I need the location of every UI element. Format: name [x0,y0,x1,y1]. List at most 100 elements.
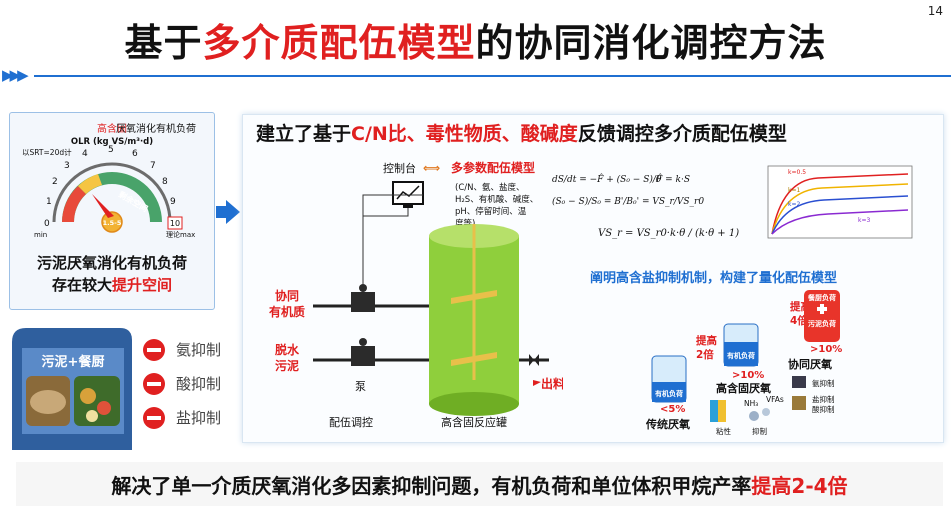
inhibition-acid: 酸抑制 [176,375,221,393]
gauge-caption-line2: 存在较大提升空间 [12,274,212,296]
curve-series-2 [771,183,909,235]
factor-nh3: NH₃ [744,399,758,408]
hs-tank-fill [724,342,758,366]
co-tank-label-1: 餐厨负荷 [807,293,836,302]
gauge-tick-2: 2 [52,177,58,187]
trad-pct: <5% [660,404,685,415]
inflow2-label-line1: 脱水 [275,342,300,357]
co-tank-label-2: 污泥负荷 [808,319,836,328]
gauge-tick-7: 7 [150,161,156,171]
model-title: 多参数配伍模型 [451,160,535,175]
co-pct: >10% [810,344,842,355]
reactor-impeller-1 [451,290,497,304]
gauge-tick-10: 10 [170,219,180,228]
co-note-salt: 盐抑制 [812,394,835,404]
reactor-impeller-2 [451,352,497,366]
inflow2-label-line2: 污泥 [275,358,299,373]
bottom-summary-pre: 解决了单一介质厌氧消化多因素抑制问题，有机负荷和单位体积甲烷产率 [111,474,752,498]
gauge-min-label: min [34,231,47,239]
title-highlight: 多介质配伍模型 [202,21,476,65]
outlet-valve-icon [529,354,539,366]
trad-tank-fill [652,382,686,402]
factor-viscosity: 粘性 [716,426,731,436]
hs-tank-label: 有机负荷 [727,351,755,360]
trad-tank-label: 有机负荷 [655,389,683,398]
gauge-max-label: 理论max [166,230,195,239]
equation-2: F̂ = k·S [655,173,690,185]
triple-arrow-icon: ▶▶▶ [2,66,29,84]
reactor-bottom [429,392,519,416]
legend-k-3: k=2 [788,201,801,208]
gauge-tick-8: 8 [162,177,168,187]
gauge-outer-arc [52,162,172,223]
legend-k-4: k=3 [858,217,871,224]
gauge-current-range: 1.5-5 [103,219,122,227]
sludge-surface [30,390,66,414]
pump1-valve [359,284,367,292]
monitor-icon [392,181,424,205]
model-param-line1: (C/N、氨、盐度、 [455,182,524,193]
gauge-title-red: 高含固 [97,122,127,135]
gauge-tick-3: 3 [64,161,70,171]
hs-pct: >10% [732,370,764,381]
gauge-tick-9: 9 [170,197,176,207]
trad-label: 传统厌氧 [645,417,690,431]
inhibition-salt: 盐抑制 [176,409,221,427]
co-plus-h [817,307,827,311]
control-line-1 [362,208,409,300]
gauge-unit: OLR (kg VS/m³·d) [71,137,153,147]
salt-stop-bar [147,416,161,420]
curve-series-4 [771,209,909,235]
equation-3: (S₀ − S)/S₀ = B'/B₀' = VS_r/VS_r0 [552,196,704,207]
bottom-bar [16,462,943,506]
control-line-2 [362,194,423,216]
console-link-arrow-icon: ⟺ [423,161,440,175]
ammonia-note-icon [792,376,806,388]
gauge-caption-line1: 污泥厌氧消化有机负荷 [36,254,187,272]
gauge-caption-line2-red: 提升空间 [112,276,173,294]
hs-label: 高含固厌氧 [716,381,771,395]
model-param-line2: H₂S、有机酸、碱度、 [455,194,538,205]
curve-series-3 [771,195,909,235]
bottom-summary-red: 提高2-4倍 [751,474,848,498]
subtitle-pre: 建立了基于 [256,123,352,145]
factor-inhibition: 抑制 [752,426,767,436]
co-note-acid: 酸抑制 [812,404,835,414]
bottom-summary: 解决了单一介质厌氧消化多因素抑制问题，有机负荷和单位体积甲烷产率提高2-4倍 [16,470,943,499]
reactor-label: 高含固反应罐 [441,415,507,429]
gauge-tick-5: 5 [108,145,114,155]
stage-comparison: 提高 4倍 餐厨负荷 污泥负荷 >10% 协同厌氧 提高 2倍 有机负荷 >10… [645,290,842,436]
substrate-label: 污泥+餐厨 [42,354,105,370]
mechanism-text: 阐明高含盐抑制机制，构建了量化配伍模型 [590,271,838,286]
food-item-1 [80,388,96,404]
pump-label: 泵 [355,380,366,393]
hs-increase-line1: 提高 [696,334,717,347]
gauge-panel [9,112,215,310]
pump2-valve [359,338,367,346]
pump1-icon [351,292,375,312]
co-increase-line2: 4倍 [790,314,808,327]
gauge-tick-6: 6 [132,149,138,159]
blending-label: 配伍调控 [329,415,373,429]
gauge-yellow-band [78,174,102,194]
gauge-red-band [62,186,86,222]
page-number: 14 [927,4,943,18]
co-label: 协同厌氧 [788,357,832,371]
gauge-caption: 污泥厌氧消化有机负荷 存在较大提升空间 [12,252,212,296]
gauge-max-box [167,216,183,230]
subtitle-red: C/N比、毒性物质、酸碱度 [351,123,578,145]
equations-block: dS/dt = −F̂ + (S₀ − S)/θ F̂ = k·S (S₀ − … [552,173,739,239]
legend-k-2: k=1 [788,187,801,194]
gauge-title-rest: 厌氧消化有机负荷 [116,122,196,135]
gauge-caption-line2-pre: 存在较大 [51,276,112,294]
model-param-line4: 度等) [455,218,475,229]
co-note-ammonia: 氨抑制 [812,378,835,388]
header-divider [34,75,951,77]
olr-gauge: 高含固 厌氧消化有机负荷 OLR (kg VS/m³·d) 以SRT=20d计 … [22,122,196,239]
equation-4: VS_r = VS_r0·k·θ / (k·θ + 1) [598,228,739,239]
monitor-stand [403,204,413,208]
ammonia-stop-bar [147,348,161,352]
inhibition-molecule-icon-2 [762,408,770,416]
equation-1: dS/dt = −F̂ + (S₀ − S)/θ [552,173,662,185]
gauge-tick-1: 1 [46,197,52,207]
